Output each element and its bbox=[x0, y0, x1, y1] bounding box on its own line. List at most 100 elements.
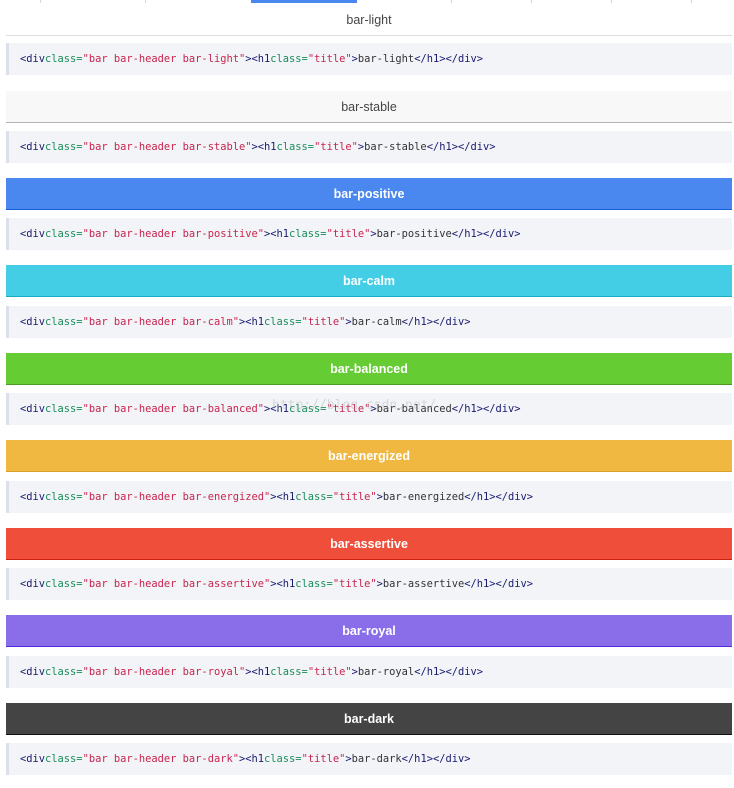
code-class-value: "bar bar-header bar-light" bbox=[82, 53, 246, 65]
code-tag-open: <div bbox=[20, 491, 46, 503]
code-tag-h1: ><h1 bbox=[270, 491, 296, 503]
bar-header-royal: bar-royal bbox=[6, 615, 732, 647]
code-attr: class= bbox=[289, 403, 327, 415]
code-class-value: "bar bar-header bar-positive" bbox=[82, 228, 264, 240]
code-bracket: > bbox=[357, 141, 365, 153]
code-attr: class= bbox=[276, 141, 315, 153]
code-block: <div class= "bar bar-header bar-light"><h1… bbox=[6, 43, 732, 75]
bar-title: bar-stable bbox=[341, 99, 397, 114]
code-tag-close: </h1></div> bbox=[414, 53, 484, 65]
code-text: bar-balanced bbox=[376, 403, 452, 415]
code-tag-h1: ><h1 bbox=[270, 578, 296, 590]
code-attr: class= bbox=[264, 316, 302, 328]
code-attr: class= bbox=[270, 666, 308, 678]
code-tag-open: <div bbox=[20, 53, 46, 65]
tab-divider bbox=[40, 0, 41, 3]
bar-title: bar-positive bbox=[333, 186, 405, 201]
code-text: bar-dark bbox=[351, 753, 402, 765]
code-class-value: "bar bar-header bar-stable" bbox=[82, 141, 252, 153]
code-title-class: "title" bbox=[314, 141, 358, 153]
code-class-value: "bar bar-header bar-energized" bbox=[82, 491, 271, 503]
code-attr: class= bbox=[45, 578, 83, 590]
code-class-value: "bar bar-header bar-calm" bbox=[82, 316, 239, 328]
bar-header-assertive: bar-assertive bbox=[6, 528, 732, 560]
bar-header-balanced: bar-balanced bbox=[6, 353, 732, 385]
code-attr: class= bbox=[45, 753, 83, 765]
bar-header-energized: bar-energized bbox=[6, 440, 732, 472]
code-tag-close: </h1></div> bbox=[451, 228, 521, 240]
code-attr: class= bbox=[45, 491, 83, 503]
tab-divider bbox=[145, 0, 146, 3]
code-attr: class= bbox=[295, 491, 333, 503]
code-title-class: "title" bbox=[326, 228, 371, 240]
code-tag-open: <div bbox=[20, 228, 46, 240]
bar-title: bar-calm bbox=[342, 273, 396, 288]
code-bracket: > bbox=[351, 53, 358, 65]
code-bracket: > bbox=[370, 228, 377, 240]
code-attr: class= bbox=[295, 578, 333, 590]
code-title-class: "title" bbox=[326, 403, 371, 415]
bar-title: bar-dark bbox=[343, 711, 395, 726]
code-tag-close: </h1></div> bbox=[414, 666, 484, 678]
code-attr: class= bbox=[264, 753, 302, 765]
code-bracket: > bbox=[370, 403, 377, 415]
code-tag-close: </h1></div> bbox=[401, 753, 471, 765]
code-tag-h1: ><h1 bbox=[245, 666, 271, 678]
code-attr: class= bbox=[45, 403, 83, 415]
code-text: bar-light bbox=[357, 53, 415, 65]
code-tag-open: <div bbox=[20, 578, 46, 590]
code-title-class: "title" bbox=[301, 316, 346, 328]
bar-header-positive: bar-positive bbox=[6, 178, 732, 210]
code-tag-close: </h1></div> bbox=[464, 491, 534, 503]
code-bracket: > bbox=[351, 666, 358, 678]
code-title-class: "title" bbox=[307, 666, 352, 678]
code-tag-h1: ><h1 bbox=[264, 228, 290, 240]
code-bracket: > bbox=[345, 316, 352, 328]
code-attr: class= bbox=[45, 666, 83, 678]
code-text: bar-assertive bbox=[382, 578, 465, 590]
code-bracket: > bbox=[345, 753, 352, 765]
tab-strip bbox=[0, 0, 734, 4]
code-class-value: "bar bar-header bar-balanced" bbox=[82, 403, 264, 415]
code-text: bar-stable bbox=[364, 141, 427, 153]
bar-header-dark: bar-dark bbox=[6, 703, 732, 735]
tab-divider bbox=[531, 0, 532, 3]
code-tag-h1: ><h1 bbox=[238, 753, 265, 765]
code-class-value: "bar bar-header bar-royal" bbox=[82, 666, 246, 678]
bar-title: bar-energized bbox=[328, 448, 410, 463]
code-tag-open: <div bbox=[20, 753, 46, 765]
code-tag-open: <div bbox=[20, 403, 46, 415]
code-title-class: "title" bbox=[332, 578, 377, 590]
code-bracket: > bbox=[376, 578, 383, 590]
bar-title: bar-royal bbox=[342, 623, 396, 638]
code-tag-close: </h1></div> bbox=[451, 403, 521, 415]
code-title-class: "title" bbox=[301, 753, 346, 765]
code-tag-open: <div bbox=[20, 141, 46, 153]
active-tab-indicator[interactable] bbox=[251, 0, 357, 3]
code-class-value: "bar bar-header bar-assertive" bbox=[82, 578, 271, 590]
code-attr: class= bbox=[45, 316, 83, 328]
code-attr: class= bbox=[270, 53, 308, 65]
code-class-value: "bar bar-header bar-dark" bbox=[82, 753, 239, 765]
code-text: bar-royal bbox=[357, 666, 415, 678]
code-tag-h1: ><h1 bbox=[264, 403, 290, 415]
tab-divider bbox=[691, 0, 692, 3]
code-tag-close: </h1></div> bbox=[401, 316, 471, 328]
code-tag-close: </h1></div> bbox=[426, 141, 496, 153]
code-tag-open: <div bbox=[20, 316, 46, 328]
bar-header-calm: bar-calm bbox=[6, 265, 732, 297]
code-tag-h1: ><h1 bbox=[245, 53, 271, 65]
code-text: bar-calm bbox=[351, 316, 402, 328]
code-bracket: > bbox=[376, 491, 383, 503]
code-tag-h1: ><h1 bbox=[238, 316, 265, 328]
code-tag-close: </h1></div> bbox=[464, 578, 534, 590]
code-attr: class= bbox=[45, 141, 83, 153]
